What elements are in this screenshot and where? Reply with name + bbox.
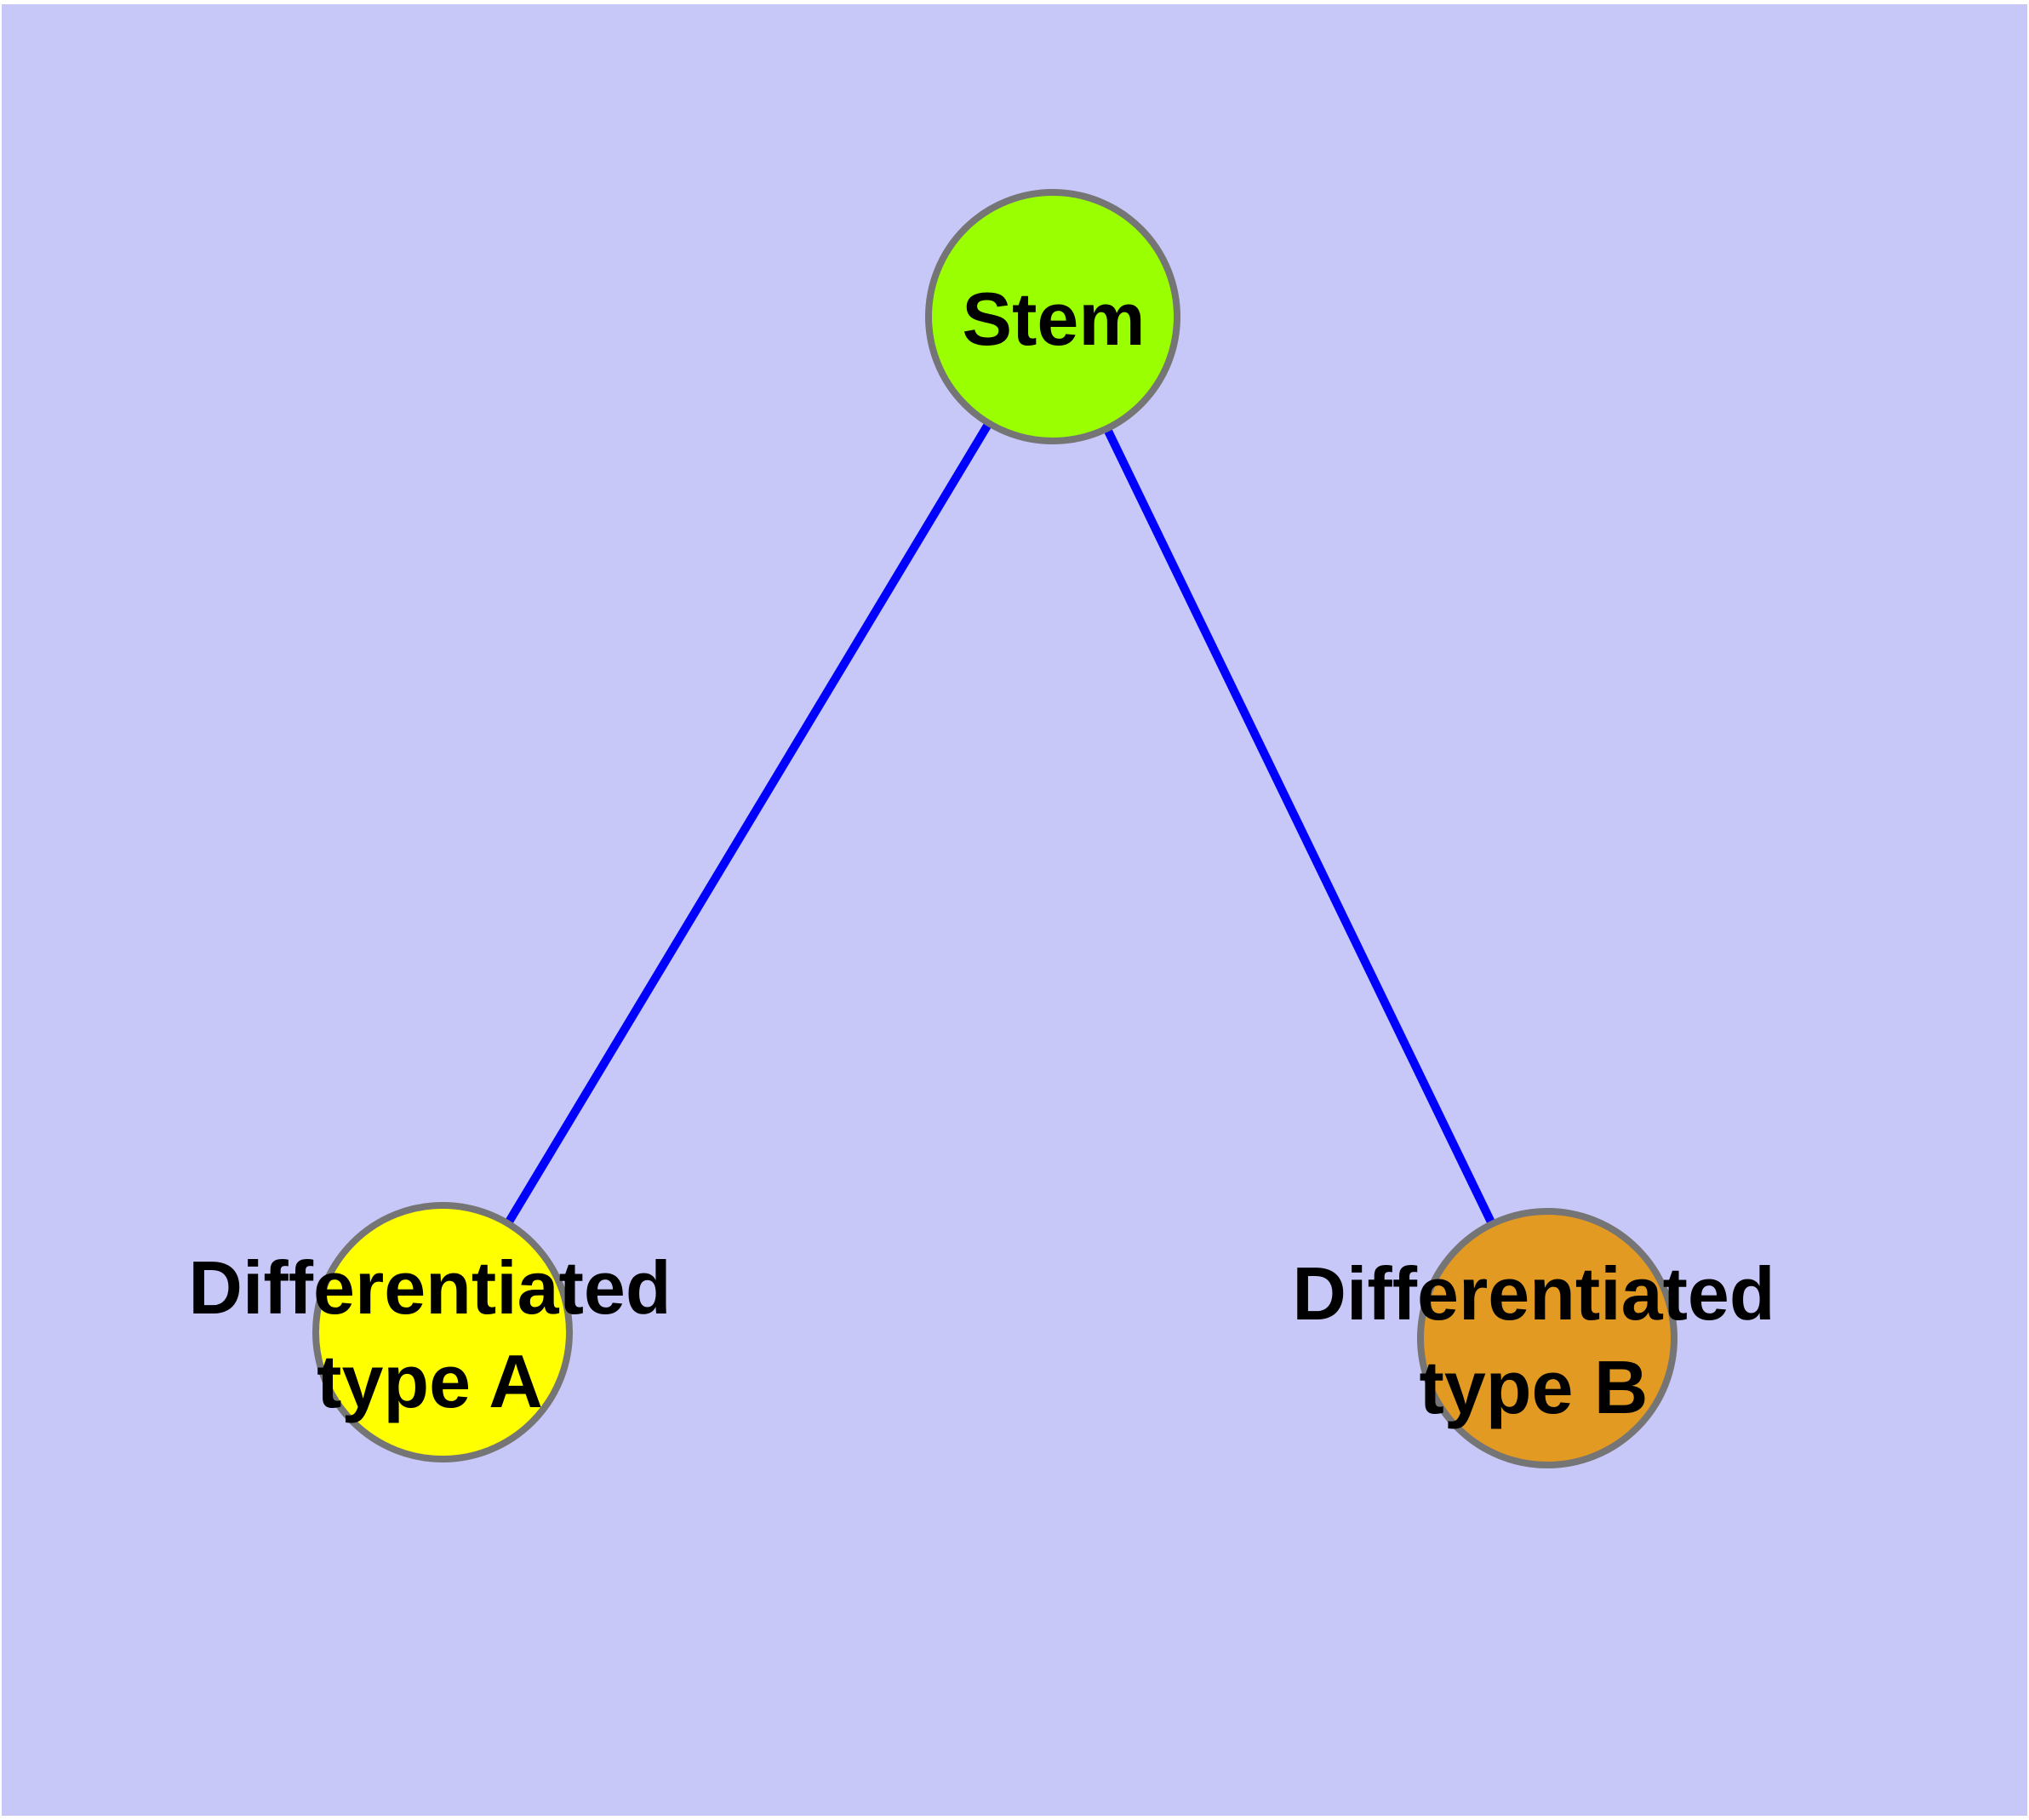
type-a-node-label: Differentiated type A: [188, 1241, 671, 1428]
type-b-node-label-line2: type B: [1419, 1345, 1649, 1429]
type-a-node-circle: [312, 1202, 573, 1462]
stem-node-label-text: Stem: [962, 277, 1146, 361]
type-b-node-label: Differentiated type B: [1292, 1247, 1775, 1434]
type-b-node-label-line1: Differentiated: [1292, 1251, 1775, 1336]
stem-node-label: Stem: [962, 272, 1145, 366]
type-a-node-label-line1: Differentiated: [188, 1245, 672, 1330]
edge-stem-to-type-b: [1049, 314, 1552, 1341]
type-a-node-label-line2: type A: [317, 1339, 543, 1423]
type-b-node-circle: [1417, 1208, 1677, 1468]
stem-node-circle: [925, 189, 1180, 444]
edge-stem-to-type-a: [438, 314, 1057, 1335]
